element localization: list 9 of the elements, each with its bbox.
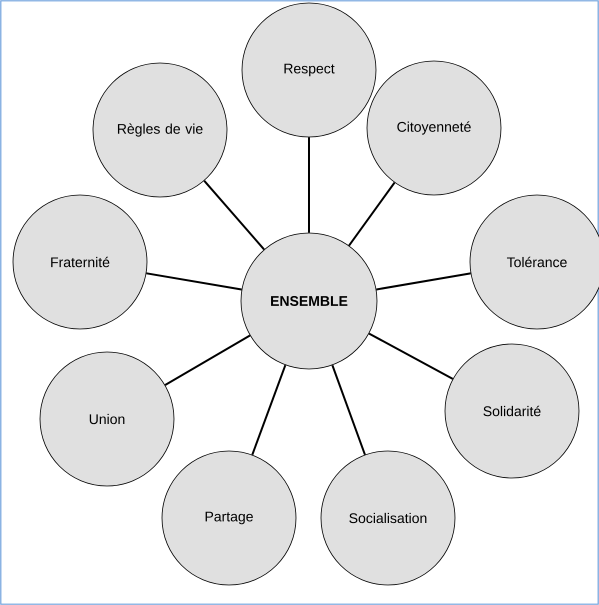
- connector-line: [164, 334, 250, 386]
- connector-line: [204, 180, 265, 250]
- connector-line: [376, 272, 471, 290]
- connector-line: [368, 332, 454, 380]
- connector-line: [308, 137, 310, 233]
- connector-line: [348, 182, 396, 246]
- connector-line: [331, 364, 366, 455]
- connector-line: [146, 272, 242, 290]
- connector-line: [251, 364, 286, 456]
